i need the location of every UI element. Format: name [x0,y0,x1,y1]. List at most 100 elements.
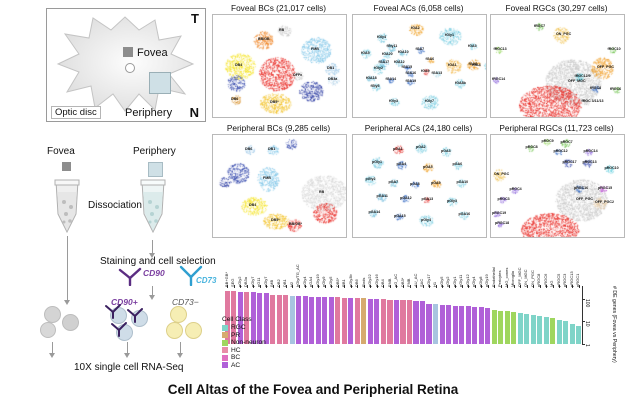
tsne-cluster-label: fRGC6 [610,87,622,91]
tsne-cluster-label: OFF_PGC [576,197,593,201]
bar-category-label: DB5* [334,277,340,287]
bar-tick [305,285,307,288]
tsne-cluster-label: fGA10 [398,49,409,54]
tsne-cluster-label: DB4 [249,203,257,207]
bar-category-label: IMB [269,279,275,287]
bar [426,303,432,344]
tsne-cluster-label: fRGC13 [493,47,507,51]
bar-category-label: ON_MGC [523,269,529,287]
bar-category-label: Microglia [510,270,516,287]
tsne-title-foveal-acs: Foveal ACs (6,058 cells) [373,3,464,13]
tsne-cluster-label: fGly3 [389,98,398,103]
bar [393,299,399,344]
tsne-cluster-label: DB3b [220,179,230,183]
tsne-cluster-label: pGA7 [388,180,399,184]
legend-item[interactable]: Non-neuron [222,339,266,347]
label-optic-disc: Optic disc [51,106,101,119]
workflow-periphery-swatch [148,162,163,177]
bar-tick [429,285,431,288]
legend-item[interactable]: AC [222,362,266,370]
tsne-cluster-label: fGA16 [405,71,417,75]
tsne-cluster-label: DB2 [231,80,239,84]
cell-cd73-negative [166,322,183,339]
legend-item[interactable]: RGC [222,324,266,332]
tsne-cluster-label: ON_MGC [545,102,561,106]
tsne-cluster-label: pRGC15 [598,185,613,190]
bar-tick [246,285,248,288]
bar [459,306,465,344]
bar-tick [520,285,522,288]
bar [231,291,237,344]
bar-category-label: pGly2 [236,276,242,287]
tsne-cluster-label: DB3b [306,88,316,92]
legend-swatch [222,362,228,369]
bar [387,299,393,344]
bar [524,313,530,344]
tsne-cluster-label: pRGC10 [604,166,619,170]
bar [354,298,360,344]
bar [419,300,426,344]
tsne-cluster-label: pRGC9 [541,139,554,143]
bar-category-label: pRGC1 [575,273,581,287]
periphery-marker [149,72,171,94]
legend-swatch [222,347,228,354]
bar-tick [474,285,476,288]
bar-category-label: pGly17 [425,274,431,287]
tsne-cluster-label: DB2 [233,170,241,174]
bar-tick [572,285,574,288]
bar-category-label: pGly19 [314,274,320,287]
tsne-cluster-label: fGA9 [421,69,430,73]
fovea-flow-line [67,236,68,302]
tsne-cluster-label: fGA13 [431,71,443,75]
bar-tick [578,285,580,288]
tsne-cluster-label: pGA6 [452,162,463,166]
bar-category-label: DB3a [243,276,249,287]
bar [543,316,549,344]
tsne-cluster-label: pRGC8 [525,145,538,149]
y-tick-label: 10 [584,321,590,327]
tsne-cluster-label: pGA8 [410,181,420,186]
bar-tick [565,285,567,288]
tsne-cluster-label: pRGC14 [583,149,598,153]
bar [328,297,334,344]
tsne-cluster-label: fRGC12/9 [574,74,591,78]
bar-tick [403,285,404,288]
bar-tick [227,285,229,288]
bar-tick [461,285,463,288]
tsne-point-cloud [491,135,624,237]
tsne-cluster-label: pGA2 [416,145,426,149]
bar-tick [389,285,391,288]
tsne-cluster-label: fGA8 [468,61,478,66]
tsne-cluster-label: pGA4 [396,162,407,166]
tsne-point-cloud [491,15,624,117]
bar-tick [546,285,548,288]
bar-category-label: hGly/TG_AC [295,264,301,287]
cd73-neg-label: CD73− [172,297,199,307]
bar-category-label: pRGC13 [568,271,574,287]
bar [315,296,321,344]
tsne-cluster-label: pGly3 [447,198,457,203]
arrow-to-fractions [152,286,153,296]
bar-tick [539,285,541,288]
tsne-cluster-label: DB5* [270,100,279,104]
bar-category-label: SAC [419,278,425,287]
bar-category-label: pGly3b [347,274,353,287]
legend-item[interactable]: PR [222,332,266,340]
legend-item[interactable]: HC [222,347,266,355]
legend-item[interactable]: BC [222,354,266,362]
bar-tick [494,285,496,288]
tsne-point-cloud [353,15,486,117]
tsne-cluster-label: pGA12 [400,195,412,200]
bar-category-label: pG11 [256,277,262,288]
optic-disc-marker [125,63,135,73]
tsne-cluster-label: pGA10 [456,180,469,184]
tsne-title-foveal-bcs: Foveal BCs (21,017 cells) [231,3,326,13]
bar-tick [513,285,515,288]
bar [289,295,295,344]
